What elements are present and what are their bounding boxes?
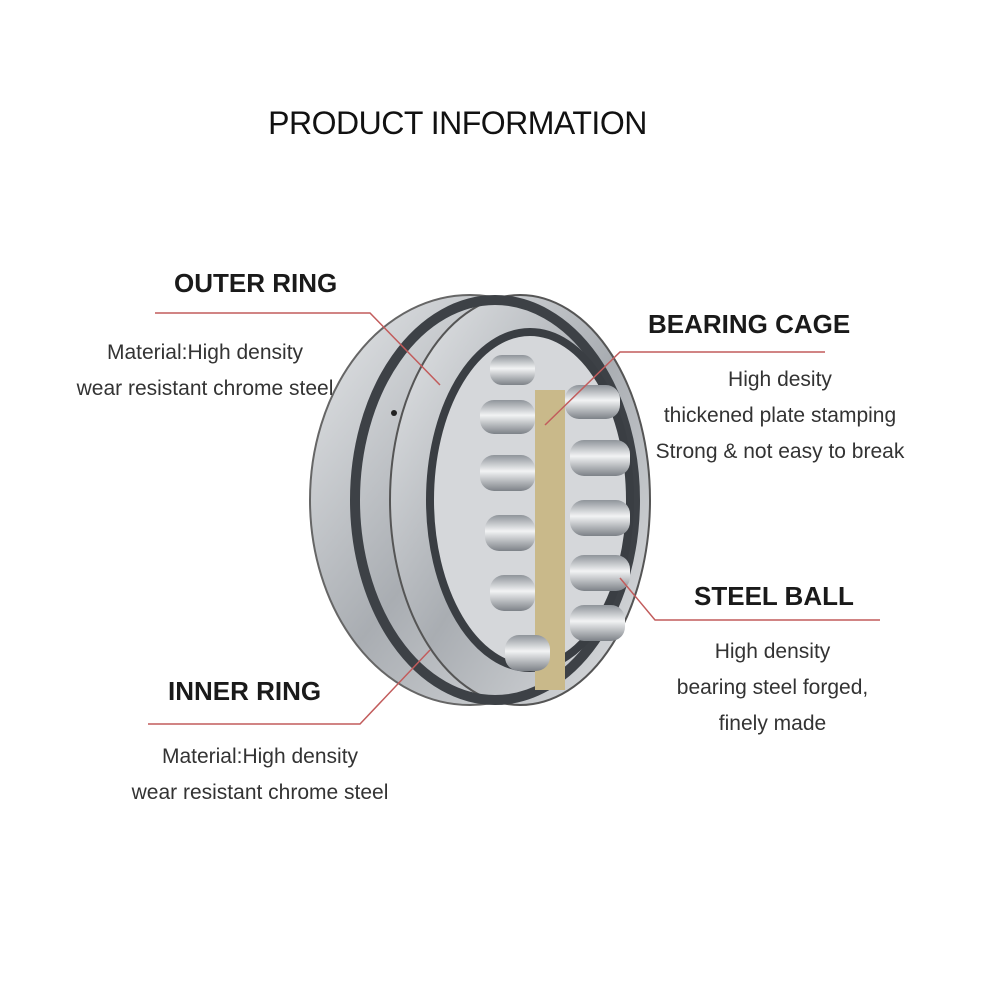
description-line: wear resistant chrome steel [76,377,334,400]
outer-ring-heading: OUTER RING [174,268,338,298]
bearing-cage-description: High desity thickened plate stamping Str… [630,362,930,470]
description-line: Material:High density [161,745,359,768]
outer-ring-description: Material:High density wear resistant chr… [50,335,360,407]
bearing-cage-heading: BEARING CAGE [648,309,851,339]
steel-ball-description: High density bearing steel forged, finel… [640,634,905,742]
description-line: Material:High density [106,341,304,364]
outer-ring-leader [155,312,441,386]
inner-ring-heading: INNER RING [168,676,322,706]
page-title: PRODUCT INFORMATION [268,105,647,141]
description-line: thickened plate stamping [663,404,897,427]
rollers-and-cage [480,355,630,690]
description-line: High density [714,640,831,663]
inner-ring-description: Material:High density wear resistant chr… [105,739,415,811]
description-line: wear resistant chrome steel [131,781,389,804]
description-line: Strong & not easy to break [655,440,905,463]
leader-lines [148,312,880,725]
inner-ring-leader [148,649,431,725]
steel-ball-leader [619,577,880,621]
description-line: finely made [718,712,827,735]
description-line: bearing steel forged, [676,676,869,699]
bearing-cage-leader [544,351,825,426]
description-line: High desity [728,368,832,391]
steel-ball-heading: STEEL BALL [694,581,854,611]
